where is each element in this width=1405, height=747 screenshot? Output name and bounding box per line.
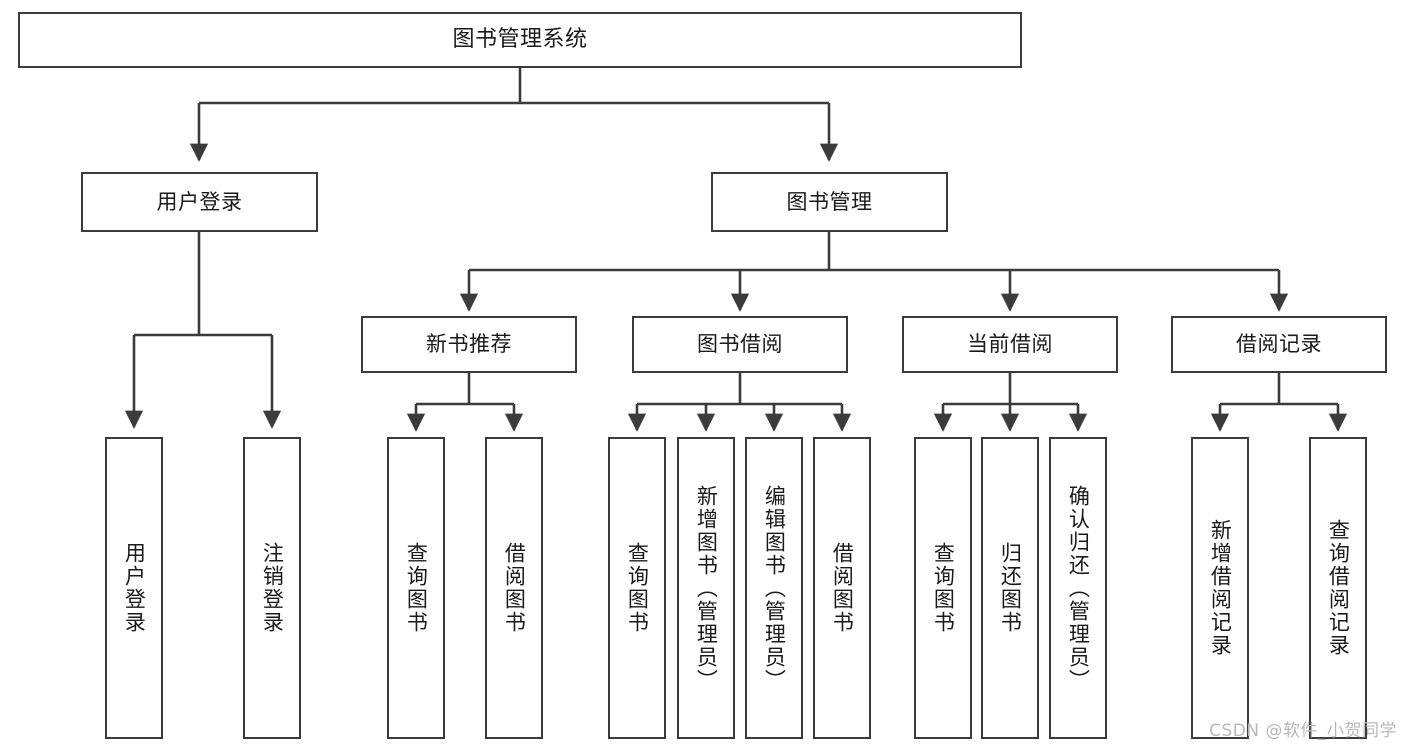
node-new-book-recommend-label: 新书推荐 — [426, 332, 512, 357]
node-leaf-edit-book[interactable]: 编辑图书（管理员） — [745, 437, 803, 739]
node-leaf-user-login-label: 用户登录 — [122, 542, 147, 634]
node-leaf-add-book[interactable]: 新增图书（管理员） — [677, 437, 735, 739]
edge-group-borrow-record — [1210, 373, 1348, 432]
node-leaf-confirm-return[interactable]: 确认归还（管理员） — [1049, 437, 1107, 739]
node-leaf-borrow-book-2[interactable]: 借阅图书 — [813, 437, 871, 739]
node-leaf-edit-book-label: 编辑图书（管理员） — [762, 484, 787, 692]
node-current-borrow-label: 当前借阅 — [967, 332, 1053, 357]
node-book-management[interactable]: 图书管理 — [711, 172, 948, 232]
node-leaf-return-book[interactable]: 归还图书 — [981, 437, 1039, 739]
node-leaf-confirm-return-label: 确认归还（管理员） — [1066, 484, 1091, 692]
edge-group-current-borrow — [933, 373, 1088, 432]
node-leaf-borrow-book-2-label: 借阅图书 — [830, 542, 855, 634]
node-leaf-query-book-3[interactable]: 查询图书 — [914, 437, 972, 739]
node-leaf-logout-login-label: 注销登录 — [260, 542, 285, 634]
node-leaf-logout-login[interactable]: 注销登录 — [243, 437, 301, 739]
node-leaf-query-book-1-label: 查询图书 — [404, 542, 429, 634]
node-leaf-borrow-book-1-label: 借阅图书 — [502, 542, 527, 634]
edge-group-new-book-recommend — [406, 373, 524, 432]
node-leaf-query-record-label: 查询借阅记录 — [1326, 519, 1351, 657]
node-leaf-borrow-book-1[interactable]: 借阅图书 — [485, 437, 543, 739]
node-leaf-query-book-2-label: 查询图书 — [625, 542, 650, 634]
node-leaf-query-book-3-label: 查询图书 — [931, 542, 956, 634]
node-user-login-label: 用户登录 — [156, 189, 243, 214]
node-leaf-return-book-label: 归还图书 — [998, 542, 1023, 634]
node-leaf-add-record-label: 新增借阅记录 — [1208, 519, 1233, 657]
node-book-management-label: 图书管理 — [786, 189, 873, 214]
edge-group-book-borrow — [627, 373, 852, 432]
edge-group-book-management — [459, 232, 1289, 312]
edge-group-user-login — [124, 232, 282, 429]
csdn-watermark: CSDN @软件_小贺同学 — [1209, 721, 1397, 741]
node-current-borrow[interactable]: 当前借阅 — [902, 316, 1118, 373]
node-leaf-query-book-1[interactable]: 查询图书 — [387, 437, 445, 739]
node-user-login[interactable]: 用户登录 — [81, 172, 318, 232]
node-borrow-record[interactable]: 借阅记录 — [1171, 316, 1387, 373]
node-leaf-add-record[interactable]: 新增借阅记录 — [1191, 437, 1249, 739]
node-leaf-add-book-label: 新增图书（管理员） — [694, 484, 719, 692]
node-root-system[interactable]: 图书管理系统 — [18, 12, 1022, 68]
node-root-system-label: 图书管理系统 — [452, 27, 588, 53]
node-leaf-user-login[interactable]: 用户登录 — [105, 437, 163, 739]
node-book-borrow-label: 图书借阅 — [697, 332, 783, 357]
node-borrow-record-label: 借阅记录 — [1236, 332, 1322, 357]
node-new-book-recommend[interactable]: 新书推荐 — [361, 316, 577, 373]
edge-group-root — [189, 68, 839, 162]
node-leaf-query-book-2[interactable]: 查询图书 — [608, 437, 666, 739]
node-leaf-query-record[interactable]: 查询借阅记录 — [1309, 437, 1367, 739]
node-book-borrow[interactable]: 图书借阅 — [632, 316, 848, 373]
